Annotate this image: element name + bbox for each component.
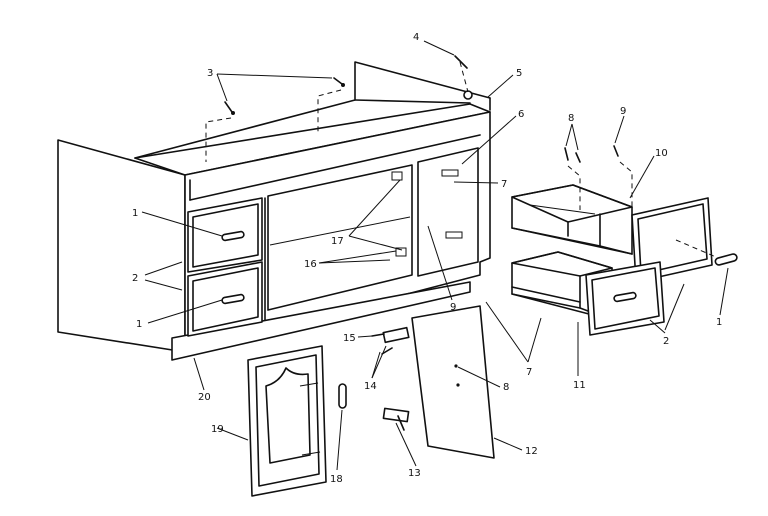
callout-9-upper: 9	[620, 106, 626, 117]
flat-door	[411, 305, 495, 459]
upper-drawer-box	[511, 184, 633, 255]
mounting-screws	[205, 77, 345, 162]
callout-5: 5	[516, 68, 522, 79]
callout-9-lower: 9	[450, 302, 456, 313]
callout-8-upper: 8	[568, 113, 574, 124]
left-upper-drawer	[187, 197, 263, 273]
drawer-slide-screws	[564, 145, 633, 210]
dowel-pin	[454, 55, 473, 100]
door-hinges	[371, 326, 410, 431]
cathedral-door	[247, 345, 327, 497]
toe-kick-panel	[171, 281, 471, 361]
callout-1-lower: 1	[136, 319, 142, 330]
callout-16: 16	[304, 259, 317, 270]
drawer-front-upper	[631, 197, 713, 283]
callout-14: 14	[364, 381, 377, 392]
callout-13: 13	[408, 468, 421, 479]
left-lower-drawer	[187, 261, 263, 337]
callout-11: 11	[573, 380, 586, 391]
callout-6: 6	[518, 109, 524, 120]
callout-1-upper: 1	[132, 208, 138, 219]
callout-7-lower: 7	[526, 367, 532, 378]
cabinet-back-panel	[134, 61, 491, 159]
callout-18: 18	[330, 474, 343, 485]
callout-12: 12	[525, 446, 538, 457]
callout-2-left: 2	[132, 273, 138, 284]
callout-numbers: 1 1 1 2 2 3 4 5 6 7 7 8 8 9 9 10 11 12 1…	[132, 32, 722, 485]
callout-4: 4	[413, 32, 419, 43]
callout-3: 3	[207, 68, 213, 79]
callout-20: 20	[198, 392, 211, 403]
cabinet-body	[57, 103, 491, 353]
callout-7-upper: 7	[501, 179, 507, 190]
callout-1-right: 1	[716, 317, 722, 328]
leader-lines	[141, 40, 729, 471]
callout-19: 19	[211, 424, 224, 435]
callout-15: 15	[343, 333, 356, 344]
door-knob	[338, 383, 347, 409]
drawer-front-lower	[585, 261, 665, 336]
lower-drawer-box	[511, 251, 613, 321]
callout-17: 17	[331, 236, 344, 247]
knob-right	[675, 239, 738, 266]
callout-8-door: 8	[503, 382, 509, 393]
callout-10: 10	[655, 148, 668, 159]
callout-2-right: 2	[663, 336, 669, 347]
